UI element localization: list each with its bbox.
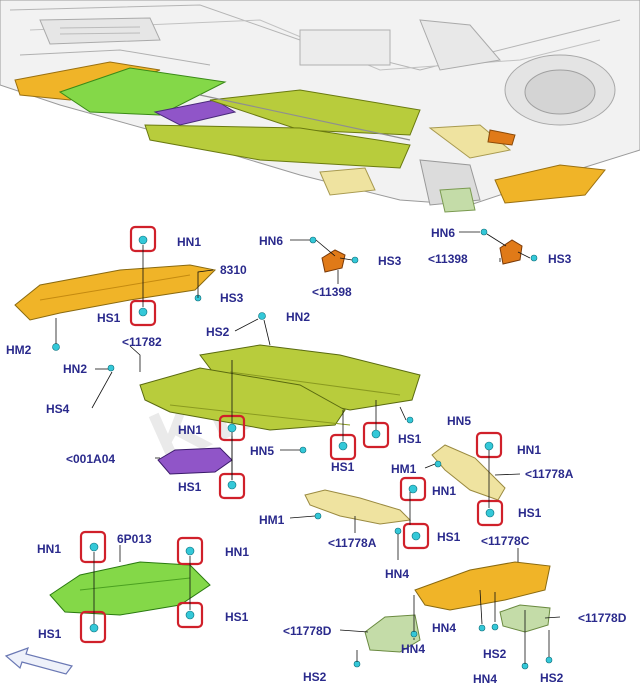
clip-hs1-f [411, 531, 421, 541]
label-hn1-c: HN1 [517, 443, 541, 457]
clip-hm2 [52, 343, 60, 351]
clip-hs1-g [185, 610, 195, 620]
clip-hs1-d [227, 480, 237, 490]
clip-hn4-a [394, 527, 402, 535]
label-hn1-d: HN1 [432, 484, 456, 498]
label-hn4-c: HN4 [401, 642, 425, 656]
label-hn1-f: HN1 [225, 545, 249, 559]
label-hs2-c: HS2 [303, 670, 327, 684]
highlight-box-hs1-f [402, 522, 430, 550]
label-hm1-a: HM1 [391, 462, 417, 476]
clip-hn6-a [309, 236, 317, 244]
clip-hn1-a [138, 235, 148, 245]
label-hs2-b: HS2 [483, 647, 507, 661]
clips [52, 228, 553, 670]
label-11398-b: <11398 [428, 252, 468, 266]
label-hn2-b: HN2 [63, 362, 87, 376]
part-11778a-shield-upper [431, 444, 506, 501]
highlight-box-hn1-e [79, 530, 107, 564]
vehicle-underbody-overview [0, 0, 640, 213]
label-hs1-a: HS1 [97, 311, 121, 325]
clip-hs2-a [258, 312, 266, 320]
callout-labels: HN1 8310 HS3 HS1 HM2 HN6 HS3 <11398 HN6 … [6, 226, 627, 686]
label-11398-a: <11398 [312, 285, 352, 299]
clip-hs3-b [351, 256, 359, 264]
label-hn4-a: HN4 [385, 567, 409, 581]
clip-hm1-b [314, 512, 322, 520]
label-hn4-d: HN4 [473, 672, 497, 686]
label-hs1-e: HS1 [518, 506, 542, 520]
label-001a04: <001A04 [66, 452, 115, 466]
label-11778a-a: <11778A [525, 467, 574, 481]
clip-hs1-b [371, 429, 381, 439]
part-11398-bracket-left [321, 249, 346, 273]
clip-hn1-c [484, 441, 494, 451]
part-11782-shield [139, 344, 421, 431]
highlight-box-hn1-d [399, 476, 427, 502]
label-hn5-b: HN5 [250, 444, 274, 458]
label-hs3-a: HS3 [220, 291, 244, 305]
label-hs2-d: HS2 [540, 671, 564, 685]
label-hs1-f: HS1 [437, 530, 461, 544]
part-6p013-shield [49, 561, 211, 616]
clip-hn2-b [107, 364, 115, 372]
label-hn5-a: HN5 [447, 414, 471, 428]
clip-hn5-a [406, 416, 414, 424]
part-11778c-shield [414, 561, 551, 611]
label-hs1-b: HS1 [398, 432, 422, 446]
clip-hs1-h [89, 623, 99, 633]
highlight-box-hs1-h [79, 610, 107, 644]
label-hs2-a: HS2 [206, 325, 230, 339]
label-hn1-b: HN1 [178, 423, 202, 437]
label-hn6-b: HN6 [431, 226, 455, 240]
label-hn4-b: HN4 [432, 621, 456, 635]
label-hs3-c: HS3 [548, 252, 572, 266]
label-11782: <11782 [122, 335, 162, 349]
label-hn1-a: HN1 [177, 235, 201, 249]
clip-hn6-b [480, 228, 488, 236]
label-hn1-e: HN1 [37, 542, 61, 556]
label-8310: 8310 [220, 263, 247, 277]
label-11778a-b: <11778A [328, 536, 377, 550]
label-hs4: HS4 [46, 402, 70, 416]
label-hs1-g: HS1 [225, 610, 249, 624]
clip-hs3-c [530, 254, 538, 262]
clip-hm1-a [434, 460, 442, 468]
label-hs3-b: HS3 [378, 254, 402, 268]
part-11778d-shield-left [364, 614, 421, 653]
label-11778d-b: <11778D [283, 624, 332, 638]
label-11778d-a: <11778D [578, 611, 627, 625]
part-8310-shield [14, 264, 217, 321]
label-11778c: <11778C [481, 534, 530, 548]
clip-hn5-b [299, 446, 307, 454]
label-hn6-a: HN6 [259, 234, 283, 248]
highlight-box-hs1-e [476, 499, 504, 527]
clip-hn4-b [478, 624, 486, 632]
clip-hs2-d [545, 656, 553, 664]
clip-hn1-d [408, 484, 418, 494]
leader-lines [55, 231, 561, 664]
label-6p013: 6P013 [117, 532, 152, 546]
label-hs1-d: HS1 [178, 480, 202, 494]
label-hm1-b: HM1 [259, 513, 285, 527]
clip-hs1-a [138, 307, 148, 317]
vehicle-forward-arrow-icon [4, 647, 74, 675]
clip-hs1-c [338, 441, 348, 451]
label-hn2-a: HN2 [286, 310, 310, 324]
label-hs1-h: HS1 [38, 627, 62, 641]
clip-hs1-e [485, 508, 495, 518]
clip-hn1-b [227, 423, 237, 433]
label-hm2: HM2 [6, 343, 32, 357]
clip-hs2-b [491, 623, 499, 631]
part-11778a-shield-lower [304, 489, 412, 525]
clip-hn1-f [185, 546, 195, 556]
label-hs1-c: HS1 [331, 460, 355, 474]
clip-hn1-e [89, 542, 99, 552]
